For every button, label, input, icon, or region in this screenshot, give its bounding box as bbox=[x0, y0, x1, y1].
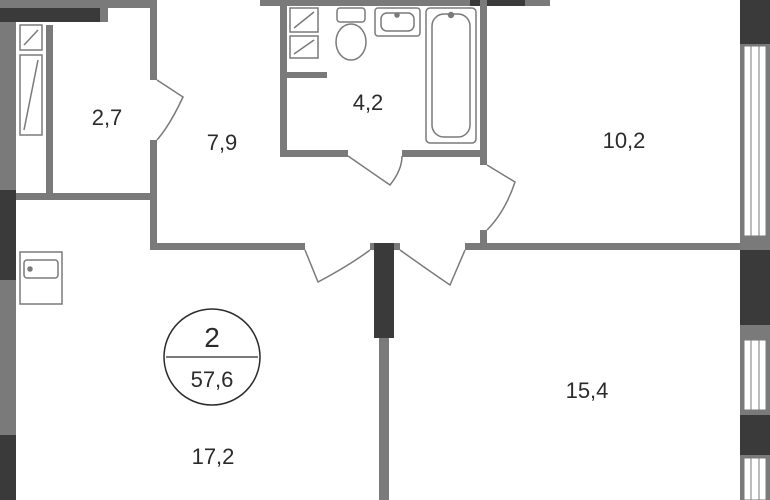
room-area-bedroom: 10,2 bbox=[603, 128, 646, 153]
wall-bath-left bbox=[280, 0, 287, 155]
wall-bath-right-bottom bbox=[480, 230, 487, 250]
room-area-living-room: 15,4 bbox=[566, 378, 609, 403]
room-area-closet: 2,7 bbox=[92, 105, 123, 130]
wall-top-mid bbox=[260, 0, 550, 6]
wall-closet-bottom bbox=[16, 193, 157, 200]
cabinet-mark bbox=[293, 11, 315, 29]
wall-top-left bbox=[0, 0, 155, 8]
door-closet bbox=[156, 79, 184, 141]
wall-hall-bottom-left bbox=[150, 243, 305, 250]
wall-bath-bottom-right bbox=[402, 150, 487, 157]
door-bedroom bbox=[486, 164, 516, 231]
room-area-kitchen: 17,2 bbox=[192, 444, 235, 469]
doors bbox=[156, 79, 516, 287]
wall-bath-niche bbox=[287, 72, 327, 78]
wall-stub-top bbox=[100, 0, 108, 22]
room-area-hall: 7,9 bbox=[207, 130, 238, 155]
wall-left-dark-2 bbox=[0, 435, 16, 500]
apartment-badge: 2 57,6 bbox=[163, 308, 261, 406]
badge-total-area: 57,6 bbox=[191, 367, 234, 392]
room-area-bathroom: 4,2 bbox=[353, 90, 384, 115]
wall-closet-right-top bbox=[150, 0, 157, 80]
wardrobe-mark bbox=[23, 59, 39, 131]
window-bedroom bbox=[743, 45, 767, 237]
bathtub-tap bbox=[447, 11, 455, 19]
bath-sink-tap bbox=[394, 12, 400, 18]
windows bbox=[743, 45, 767, 500]
wall-top-dark bbox=[0, 8, 100, 22]
wall-right-dark-1 bbox=[740, 0, 770, 44]
kitchen-sink-tap bbox=[27, 266, 33, 272]
window-living-1 bbox=[743, 339, 767, 411]
wall-bath-bottom-left bbox=[280, 150, 348, 157]
wall-left-dark-1 bbox=[0, 190, 16, 280]
cabinet-mark bbox=[293, 39, 315, 55]
wall-right-dark-2 bbox=[740, 250, 770, 325]
door-kitchen bbox=[304, 249, 371, 284]
door-living bbox=[399, 249, 466, 287]
fixtures bbox=[19, 7, 477, 305]
wall-closet-left bbox=[46, 25, 53, 200]
toilet-bowl bbox=[335, 23, 367, 61]
door-bathroom bbox=[347, 155, 403, 187]
toilet-tank bbox=[336, 7, 366, 23]
wall-kitchen-living bbox=[379, 338, 389, 500]
wall-bath-right-top bbox=[480, 0, 487, 165]
bathtub-inner bbox=[431, 13, 471, 138]
wall-column bbox=[374, 243, 394, 338]
wardrobe-mark bbox=[23, 29, 39, 46]
window-living-2 bbox=[743, 457, 767, 500]
wall-hall-bottom-right bbox=[465, 243, 740, 250]
kitchen-sink-basin bbox=[23, 259, 59, 279]
wall-top-dark-2 bbox=[470, 0, 525, 6]
wall-right-dark-3 bbox=[740, 415, 770, 455]
badge-room-count: 2 bbox=[204, 322, 220, 353]
